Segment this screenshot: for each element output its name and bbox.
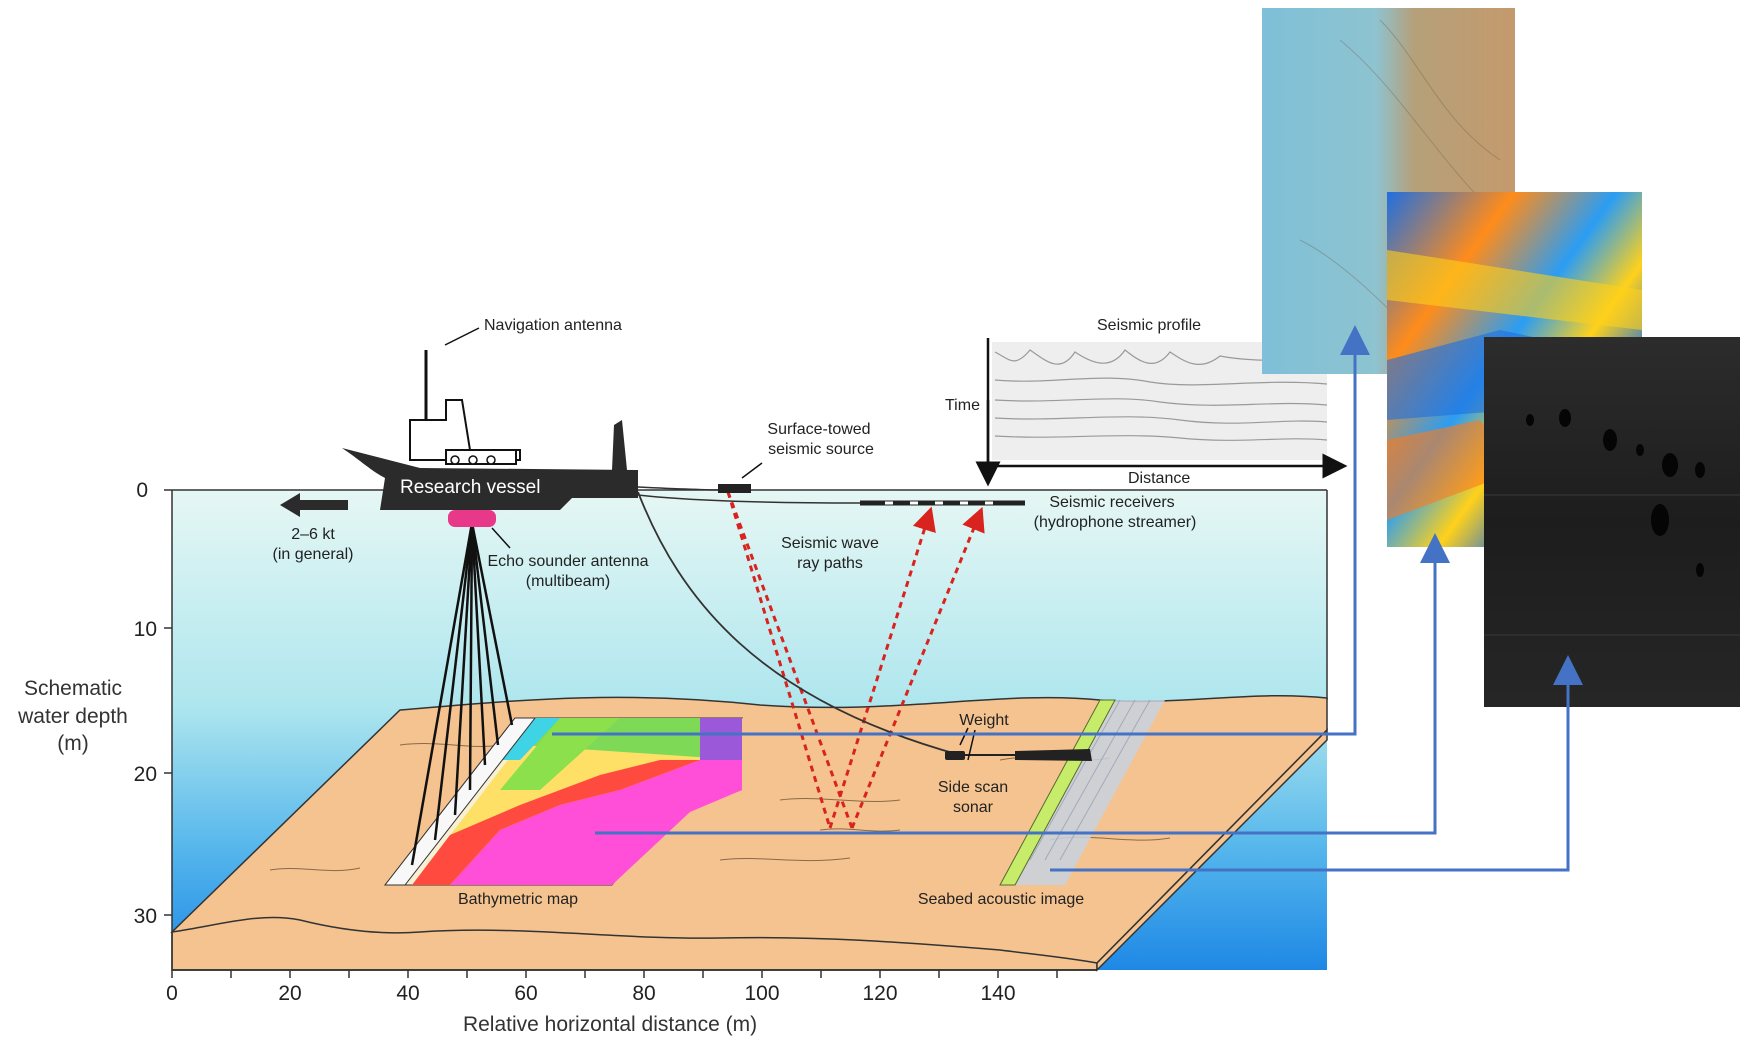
y-axis-title-line1: Schematic [24,677,122,700]
seabed-front-face [171,916,1098,971]
connector-lines [552,325,1583,872]
echo-sounder-label-line1: Echo sounder antenna [487,553,648,570]
seismic-profile-time-label: Time [945,397,980,414]
echo-sounder-label-line2: (multibeam) [526,573,610,590]
side-scan-sonar-towfish [945,749,1092,761]
y-tick-20: 20 [134,763,157,786]
x-tick-0: 0 [166,982,178,1005]
seismic-receivers-label-line1: Seismic receivers [1049,494,1174,511]
seismic-profile-title: Seismic profile [1097,317,1201,334]
research-vessel [342,350,638,527]
seabed-acoustic-strip [999,699,1165,886]
x-tick-80: 80 [632,982,655,1005]
hydrophone-streamer [860,500,1025,506]
streamer-tow-cable [637,494,861,504]
speed-label: 2–6 kt [291,526,335,543]
side-scan-image-lines [1484,494,1740,636]
seismic-source [718,484,751,493]
y-axis-title-line3: (m) [57,732,88,755]
multibeam-beams [410,522,514,866]
x-tick-60: 60 [514,982,537,1005]
weight-label: Weight [959,712,1009,729]
surface-towed-label-line1: Surface-towed [767,421,870,438]
echo-sounder-leader [491,527,511,549]
x-axis-title: Relative horizontal distance (m) [463,1013,757,1036]
bathymetric-map [383,717,744,886]
y-tick-30: 30 [134,905,157,928]
x-tick-20: 20 [278,982,301,1005]
x-tick-100: 100 [744,982,779,1005]
side-scan-label-line1: Side scan [938,779,1008,796]
bathy-map-edge-strip [383,717,537,886]
surface-towed-label-line2: seismic source [768,441,874,458]
navigation-antenna-label: Navigation antenna [484,317,622,334]
x-tick-120: 120 [862,982,897,1005]
side-scan-label-line2: sonar [953,799,994,816]
seismic-wave-label-line2: ray paths [797,555,863,572]
weight-leader [959,727,969,746]
side-scan-image-panel [1484,337,1740,707]
seismic-profile-inset [975,338,1348,487]
side-scan-image-texture [1526,409,1705,577]
side-scan-tow-cable [637,491,961,756]
seismic-profile-distance-label: Distance [1128,470,1190,487]
seismic-receivers-label-line2: (hydrophone streamer) [1034,514,1197,531]
x-tick-140: 140 [980,982,1015,1005]
x-axis-ticks [171,970,1058,978]
y-tick-10: 10 [134,618,157,641]
bathymetric-map-label: Bathymetric map [458,891,578,908]
direction-arrow [280,493,348,517]
seismic-ray-paths [726,491,985,829]
research-vessel-label: Research vessel [400,477,540,498]
nav-antenna-leader [444,327,480,346]
seabed-side-face [1096,728,1328,972]
seabed-surface [170,694,1328,964]
seismic-source-leader [741,462,763,479]
y-axis-title-line2: water depth [17,705,128,728]
seabed-acoustic-image-label: Seabed acoustic image [918,891,1084,908]
y-tick-0: 0 [136,479,148,502]
seismic-wave-label-line1: Seismic wave [781,535,879,552]
x-tick-40: 40 [396,982,419,1005]
speed-note-label: (in general) [273,546,354,563]
